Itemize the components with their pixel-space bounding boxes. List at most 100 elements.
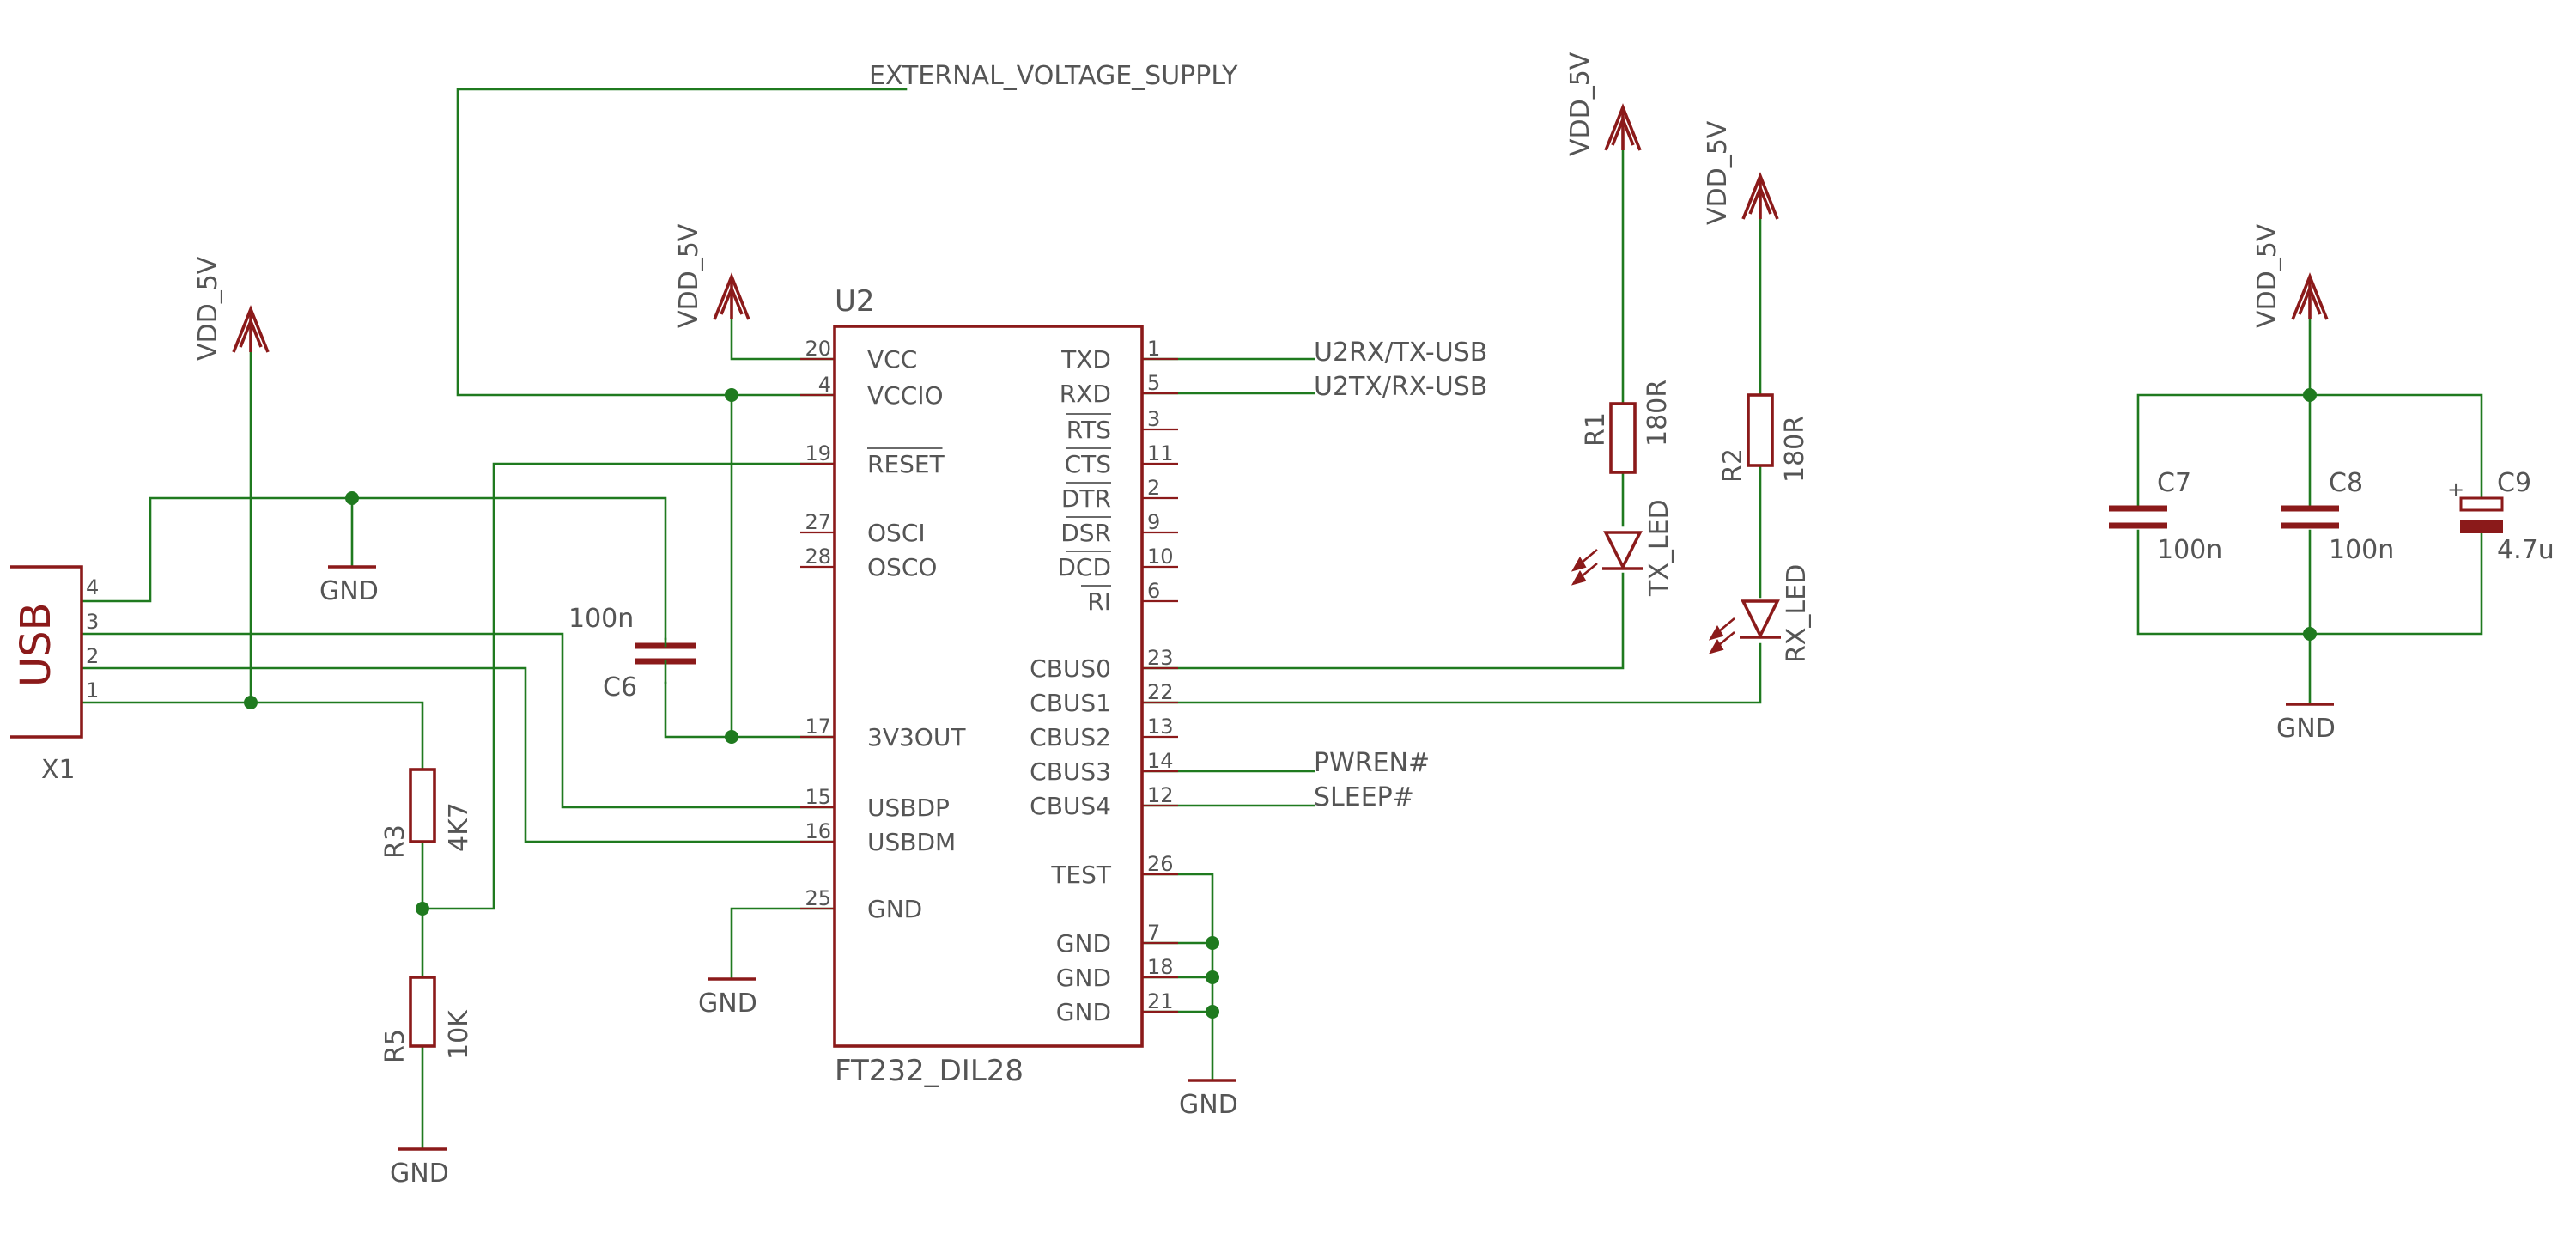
connector-ref: X1 (41, 755, 76, 785)
gnd-symbol-ic: GND (698, 977, 757, 1019)
junctions (244, 388, 2317, 1019)
ic-pin-name: TXD (1060, 345, 1111, 374)
ic-pin-number: 11 (1147, 441, 1174, 465)
ic-pin-name: DCD (1057, 553, 1111, 581)
ic-pin-name: GND (1056, 998, 1111, 1026)
ic-pin-number: 27 (805, 510, 831, 534)
connector-pin-2: 2 (86, 644, 99, 668)
ic-pin-cts: 11 CTS (1065, 441, 1178, 478)
c6-ref: C6 (603, 672, 637, 703)
vdd-label: VDD_5V (193, 256, 223, 361)
resistor-r2[interactable]: R2 180R (1718, 393, 1810, 483)
capacitor-c6[interactable]: 100n C6 (568, 604, 696, 703)
net-label-sleep: SLEEP# (1314, 782, 1414, 812)
ic-pin-cbus1: 22 CBUS1 (1030, 680, 1178, 717)
gnd-symbol-ic-right: GND (1179, 1079, 1238, 1120)
c8-ref: C8 (2329, 468, 2363, 498)
ic-pin-vcc: 20 VCC (800, 337, 917, 374)
ic-pin-number: 25 (805, 886, 831, 910)
ic-pin-dcd: 10 DCD (1057, 544, 1178, 581)
vdd-supply-tx: VDD_5V (1565, 52, 1642, 156)
ic-pin-ri: 6RI (1081, 579, 1178, 616)
gnd-label: GND (319, 576, 379, 606)
vdd-label: VDD_5V (674, 223, 704, 328)
gnd-label: GND (390, 1159, 449, 1189)
ic-pin-number: 10 (1147, 544, 1174, 569)
resistor-r1[interactable]: R1 180R (1581, 380, 1673, 474)
resistor-r3[interactable]: R3 4K7 (380, 768, 474, 859)
r1-ref: R1 (1581, 412, 1611, 447)
r1-value: 180R (1643, 380, 1673, 447)
ic-pin-number: 23 (1147, 646, 1174, 670)
r5-value: 10K (444, 1009, 474, 1060)
ic-pin-number: 14 (1147, 749, 1174, 773)
net-label-external-supply: EXTERNAL_VOLTAGE_SUPPLY (869, 61, 1238, 91)
ic-pin-number: 5 (1147, 371, 1160, 395)
ic-pin-name: CBUS2 (1030, 723, 1111, 751)
capacitor-c7[interactable]: C7 100n (2109, 468, 2222, 565)
vdd-supply-usb: VDD_5V (193, 256, 270, 361)
net-label-u2tx: U2TX/RX-USB (1314, 372, 1487, 402)
vdd-label: VDD_5V (2252, 223, 2282, 328)
ic-pin-number: 28 (805, 544, 831, 569)
ic-pin-name: VCC (867, 345, 917, 374)
r2-value: 180R (1780, 416, 1810, 483)
ic-pin-name: OSCO (867, 553, 937, 581)
ic-pin-name: CTS (1065, 450, 1111, 478)
ic-pin-number: 20 (805, 337, 831, 361)
ic-pin-name: GND (867, 895, 922, 923)
capacitor-c8[interactable]: C8 100n (2281, 468, 2394, 565)
r3-value: 4K7 (444, 802, 474, 852)
ic-pin-name: USBDM (867, 828, 956, 856)
ic-pin-number: 3 (1147, 407, 1160, 431)
connector-pin-4: 4 (86, 575, 99, 599)
wires (80, 88, 2483, 1151)
vdd-supply-rx: VDD_5V (1703, 120, 1779, 225)
capacitor-c9[interactable]: + C9 4.7u (2447, 468, 2555, 565)
led-rx[interactable]: RX_LED (1708, 564, 1812, 663)
ic-pin-name: RTS (1066, 416, 1111, 444)
ic-pin-number: 12 (1147, 783, 1174, 807)
ic-pin-name: RXD (1060, 380, 1111, 408)
resistor-r5[interactable]: R5 10K (380, 976, 474, 1063)
c8-value: 100n (2329, 535, 2394, 565)
c9-ref: C9 (2497, 468, 2531, 498)
net-label-pwren: PWREN# (1314, 748, 1430, 778)
connector-body (10, 565, 83, 739)
vdd-supply-decoupling: VDD_5V (2252, 223, 2329, 328)
connector-label: USB (12, 602, 60, 687)
ic-pin-osco: 28 OSCO (800, 544, 937, 581)
vdd-supply-ic: VDD_5V (674, 223, 750, 328)
usb-connector-x1[interactable]: USB X1 4 3 2 1 (10, 565, 99, 785)
ic-pin-name: CBUS1 (1030, 689, 1111, 717)
ic-pin-number: 22 (1147, 680, 1174, 704)
gnd-label: GND (2276, 714, 2336, 744)
ic-pin-number: 7 (1147, 921, 1160, 945)
ic-pin-number: 17 (805, 715, 831, 739)
ic-pin-number: 18 (1147, 955, 1174, 979)
ic-pin-3v3out: 17 3V3OUT (800, 715, 966, 751)
rx-led-ref: RX_LED (1782, 564, 1812, 663)
ic-pin-name: USBDP (867, 794, 950, 822)
ic-pin-number: 6 (1147, 579, 1160, 603)
ic-pin-number: 13 (1147, 715, 1174, 739)
ic-pin-name: 3V3OUT (867, 723, 966, 751)
ic-pin-name: DTR (1061, 484, 1111, 513)
connector-pin-3: 3 (86, 610, 99, 634)
vdd-label: VDD_5V (1703, 120, 1733, 225)
led-tx[interactable]: TX_LED (1571, 499, 1674, 597)
